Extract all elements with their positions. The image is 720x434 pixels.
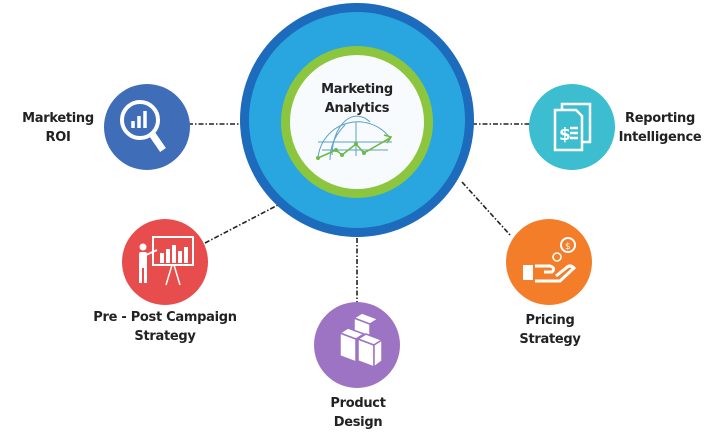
label-line: Design [333,415,383,430]
label-line: Marketing [22,111,94,126]
label-pre-post-campaign-strategy: Pre - Post Campaign Strategy [93,308,237,346]
node-marketing-roi [104,84,190,170]
label-line: Intelligence [618,130,702,145]
label-line: Pre - Post Campaign [93,310,237,325]
magnifier-chart-icon [120,100,166,152]
label-line: ROI [45,130,71,145]
globe-growth-chart-icon [316,115,393,161]
label-line: Pricing [525,313,575,328]
connector-pricing [461,181,512,237]
center-title: Marketing Analytics [321,80,393,118]
hand-coins-icon: $ [523,237,577,283]
center-circle [240,3,474,237]
boxes-icon [338,312,384,369]
label-line: Strategy [134,329,196,344]
label-line: Product [330,396,386,411]
connectors [188,123,532,302]
svg-text:$: $ [565,242,571,252]
label-line: Strategy [519,332,581,347]
center-title-line2: Analytics [324,101,390,116]
dollar-documents-icon: $ [553,102,592,152]
presenter-chart-icon [139,236,194,286]
label-reporting-intelligence: Reporting Intelligence [619,109,702,147]
node-reporting-intelligence: $ [529,84,615,170]
node-pricing-strategy: $ [506,219,592,305]
label-marketing-roi: Marketing ROI [22,109,94,147]
node-product-design [314,302,400,388]
label-pricing-strategy: Pricing Strategy [519,311,580,349]
label-product-design: Product Design [330,394,386,432]
svg-text:$: $ [559,125,571,145]
center-title-line1: Marketing [321,82,393,97]
connector-prepost [204,204,279,244]
label-line: Reporting [624,111,696,126]
node-pre-post-campaign-strategy [122,219,208,305]
